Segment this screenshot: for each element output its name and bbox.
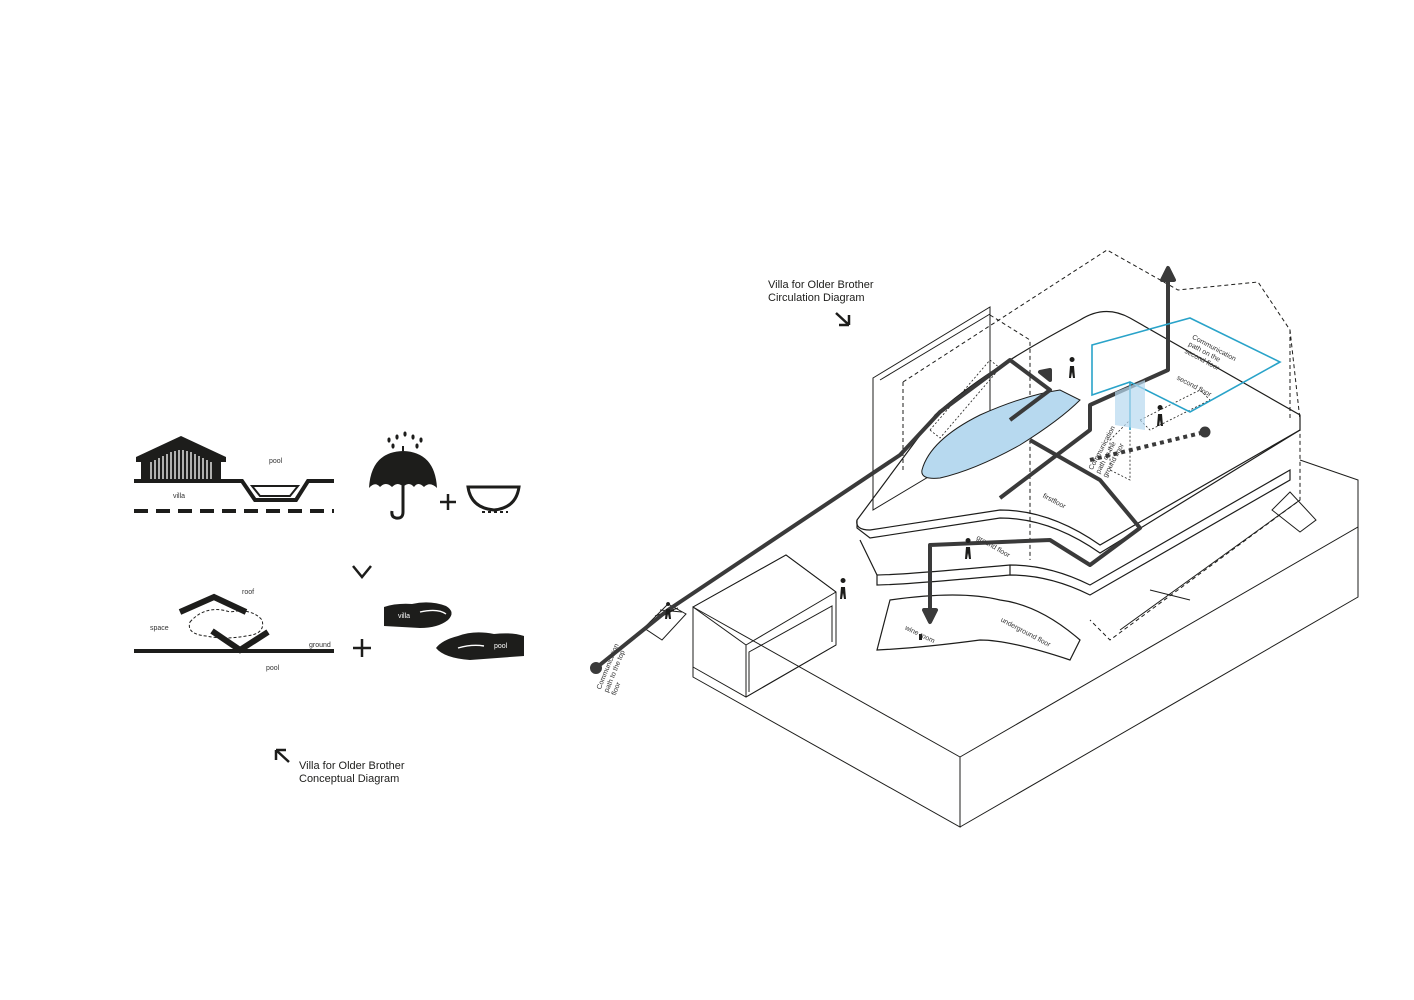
bowl-icon <box>466 485 521 513</box>
person-figures <box>665 357 1163 640</box>
label-villa: villa <box>173 493 186 500</box>
villa-envelope-outline <box>902 249 1301 641</box>
garage-box <box>692 554 837 698</box>
chevron-down-icon <box>352 565 372 579</box>
conceptual-diagram-title: Villa for Older Brother Conceptual Diagr… <box>299 760 405 786</box>
back-wall-panel <box>872 306 991 511</box>
arrow-up-left-icon <box>274 748 290 763</box>
umbrella-icon <box>369 431 437 520</box>
label-roof: roof <box>242 589 255 596</box>
path-second-floor <box>998 266 1176 500</box>
label-pool-top: pool <box>269 458 283 465</box>
label-pool-bottom: pool <box>266 665 280 672</box>
plus-sign-top <box>440 494 456 510</box>
label-hand-pool: pool <box>494 643 508 650</box>
label-hand-villa: villa <box>398 613 411 620</box>
pool-oval <box>921 389 1081 479</box>
label-space: space <box>150 625 169 632</box>
underground-floor-slab <box>876 594 1081 661</box>
second-floor-glass <box>1115 380 1145 430</box>
ground-floor-slab <box>859 468 1291 596</box>
stairs-side <box>1149 491 1317 601</box>
path-ground-floor <box>922 368 1211 624</box>
conceptual-title-line2: Conceptual Diagram <box>299 773 400 785</box>
arrow-down-right-icon <box>835 312 851 327</box>
house-icon <box>136 436 226 481</box>
site-base-block <box>692 459 1359 828</box>
label-ground: ground <box>309 642 331 649</box>
circulation-title-line2: Circulation Diagram <box>768 292 865 304</box>
roof-space-section <box>134 593 334 654</box>
hands-icon <box>384 602 524 660</box>
plus-sign-bottom <box>353 639 371 657</box>
path-to-top-floor <box>590 358 1052 674</box>
circulation-title-line1: Villa for Older Brother <box>768 279 874 291</box>
conceptual-title-line1: Villa for Older Brother <box>299 760 405 772</box>
circulation-diagram-title: Villa for Older Brother Circulation Diag… <box>768 279 874 305</box>
ground-and-pool-section <box>134 479 334 513</box>
